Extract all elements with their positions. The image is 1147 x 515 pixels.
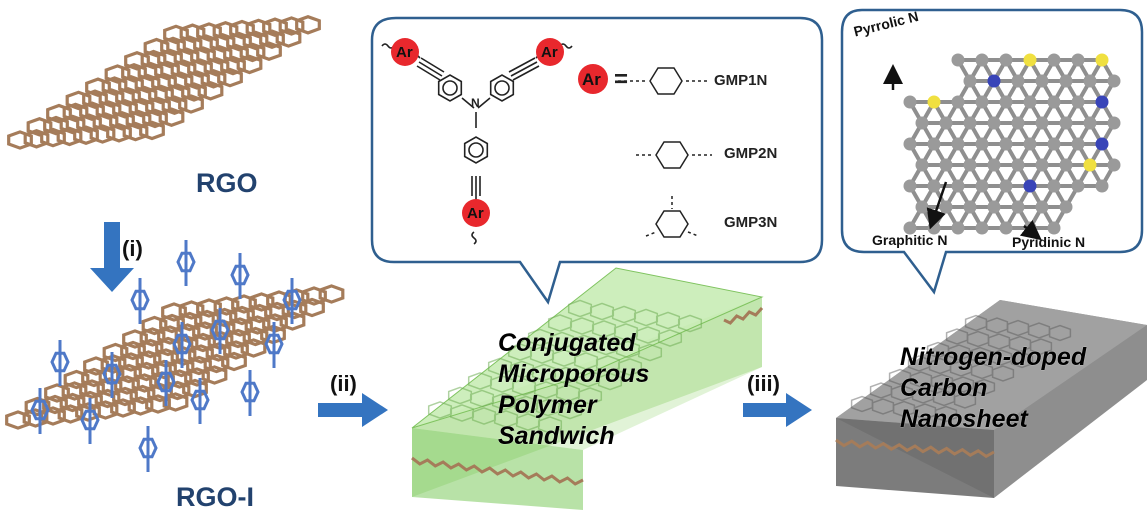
gmp2n-label: GMP2N [724,145,778,162]
carbon-nanosheet-text: Nitrogen-doped Carbon Nanosheet [900,343,1087,433]
step-i-label: (i) [122,236,143,261]
equals-sign: = [614,66,629,93]
polymer-structure-bubble [370,16,824,305]
gmp3n-label: GMP3N [724,214,778,231]
rgo-i-label: RGO-I [176,482,254,512]
pyridinic-n-label: Pyridinic N [1012,234,1086,250]
gmp1n-label: GMP1N [714,72,768,89]
ar-right-label: Ar [541,44,558,61]
arrow-step-i [90,222,134,292]
central-n-label: N [471,96,480,110]
ar-bottom-label: Ar [467,205,484,222]
cmp-sandwich-slab [411,267,764,510]
step-iii-label: (iii) [747,371,780,396]
ar-key-label: Ar [582,70,601,89]
arrow-step-iii [743,393,812,427]
nitrogen-doping-bubble [840,8,1144,295]
rgo-label: RGO [196,168,258,198]
rgo-sheet [7,14,321,150]
step-ii-label: (ii) [330,371,357,396]
graphitic-n-label: Graphitic N [872,232,948,248]
arrow-step-ii [318,393,388,427]
ar-left-label: Ar [396,44,413,61]
carbon-nanosheet-slab [835,300,1147,498]
cmp-sandwich-text: Conjugated Microporous Polymer Sandwich [498,329,650,450]
rgo-i-linkers [30,240,302,472]
